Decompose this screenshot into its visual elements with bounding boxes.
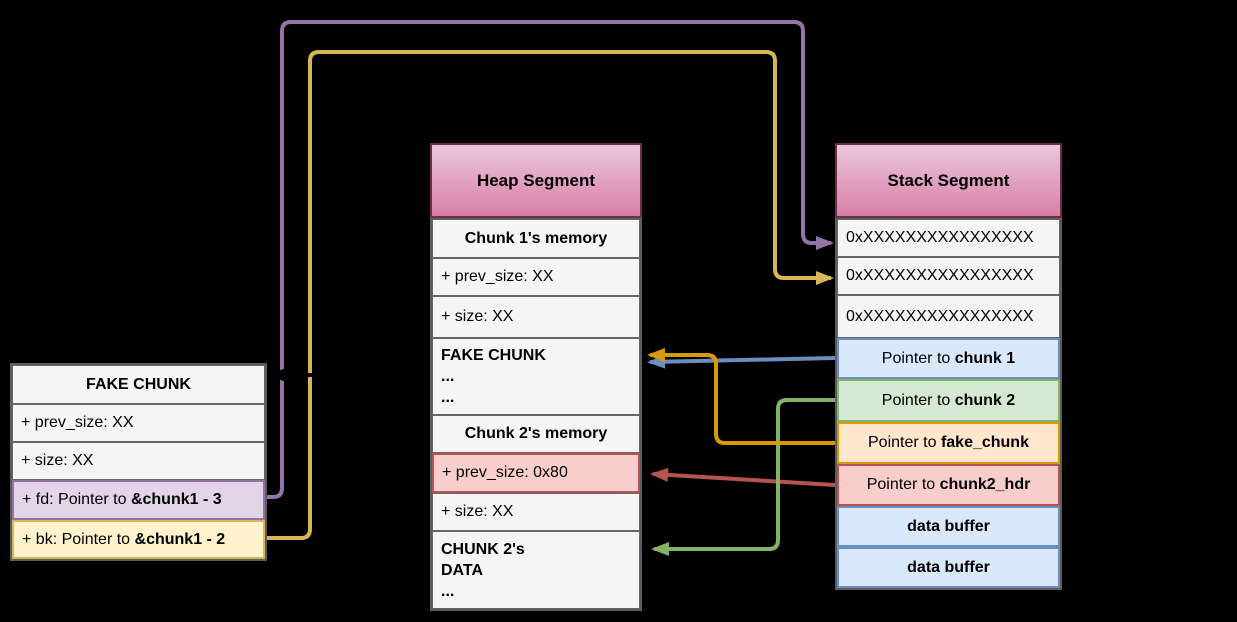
stack-row-data-buffer-1: data buffer: [837, 506, 1060, 547]
stack-row-ptr-chunk1: Pointer to chunk 1: [837, 338, 1060, 379]
fake-row-size: + size: XX: [12, 442, 265, 480]
fake-row-bk: + bk: Pointer to &chunk1 - 2: [12, 520, 265, 559]
heap-row-chunk1-prev-size: + prev_size: XX: [432, 258, 640, 296]
stack-segment-header: Stack Segment: [835, 143, 1062, 218]
heap-segment-header: Heap Segment: [430, 143, 642, 218]
arrow-ptr-fake-chunk-to-heap-fake-chunk: [647, 348, 835, 445]
heap-row-chunk2-memory: Chunk 2's memory: [432, 415, 640, 453]
heap-row-chunk1-size: + size: XX: [432, 296, 640, 338]
heap-segment-title: Heap Segment: [476, 170, 596, 190]
heap-row-chunk1-memory: Chunk 1's memory: [432, 219, 640, 258]
arrow-ptr-chunk2-to-chunk2-data: [651, 398, 835, 556]
stack-row-value-1: 0xXXXXXXXXXXXXXXXX: [837, 219, 1060, 257]
heap-segment-table: Heap Segment Chunk 1's memory+ prev_size…: [430, 143, 642, 611]
stack-segment-title: Stack Segment: [887, 170, 1010, 190]
stack-row-value-3: 0xXXXXXXXXXXXXXXXX: [837, 295, 1060, 338]
arrow-ptr-chunk2-hdr-to-prev-size-0x80: [650, 467, 836, 487]
arrow-ptr-chunk1-to-heap-fake-chunk: [647, 354, 836, 369]
heap-row-chunk2-size: + size: XX: [432, 493, 640, 531]
fake-row-fd: + fd: Pointer to &chunk1 - 3: [12, 480, 265, 520]
stack-row-data-buffer-2: data buffer: [837, 547, 1060, 588]
heap-row-fake-chunk: FAKE CHUNK......: [432, 338, 640, 415]
stack-row-value-2: 0xXXXXXXXXXXXXXXXX: [837, 257, 1060, 295]
stack-row-ptr-chunk2-hdr: Pointer to chunk2_hdr: [837, 464, 1060, 506]
fake-chunk-table-title: FAKE CHUNK: [12, 365, 265, 404]
heap-row-chunk2-prev-size: + prev_size: 0x80: [432, 453, 640, 493]
fake-row-prev-size: + prev_size: XX: [12, 404, 265, 442]
stack-row-ptr-fake-chunk: Pointer to fake_chunk: [837, 422, 1060, 464]
fake-chunk-table: FAKE CHUNK + prev_size: XX+ size: XX+ fd…: [10, 363, 267, 561]
stack-row-ptr-chunk2: Pointer to chunk 2: [837, 379, 1060, 422]
